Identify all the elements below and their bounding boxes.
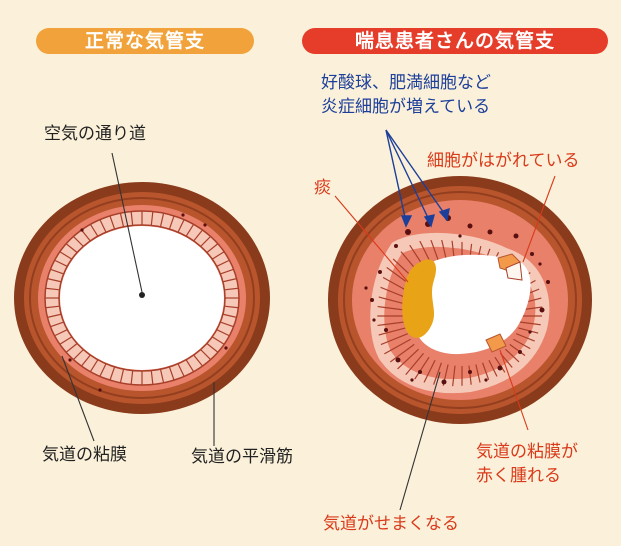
normal-bronchus-cross-section <box>14 182 270 414</box>
header-asthma-bronchus: 喘息患者さんの気管支 <box>302 28 608 54</box>
label-mucosa-normal: 気道の粘膜 <box>42 445 127 465</box>
inflammation-cells <box>364 215 550 385</box>
asthma-narrowed-lumen <box>413 254 531 355</box>
phlegm-blob <box>402 259 437 338</box>
label-airway-narrows: 気道がせまくなる <box>323 514 459 534</box>
label-inflammatory-cells-line2: 炎症細胞が増えている <box>321 97 491 117</box>
label-cells-peeling: 細胞がはがれている <box>427 151 580 171</box>
label-phlegm: 痰 <box>314 178 331 198</box>
header-normal-bronchus: 正常な気管支 <box>36 28 254 54</box>
label-air-passage: 空気の通り道 <box>44 124 146 144</box>
label-mucosa-swollen-line2: 赤く腫れる <box>476 466 561 486</box>
label-mucosa-swollen-line1: 気道の粘膜が <box>476 442 578 462</box>
peeled-epithelium-lower <box>485 333 507 353</box>
leader-lines <box>61 152 441 511</box>
label-smooth-muscle: 気道の平滑筋 <box>191 447 293 467</box>
eosinophil-arrows <box>385 129 450 228</box>
asthma-bronchus-cross-section <box>328 176 592 424</box>
label-inflammatory-cells-line1: 好酸球、肥満細胞など <box>321 73 491 93</box>
